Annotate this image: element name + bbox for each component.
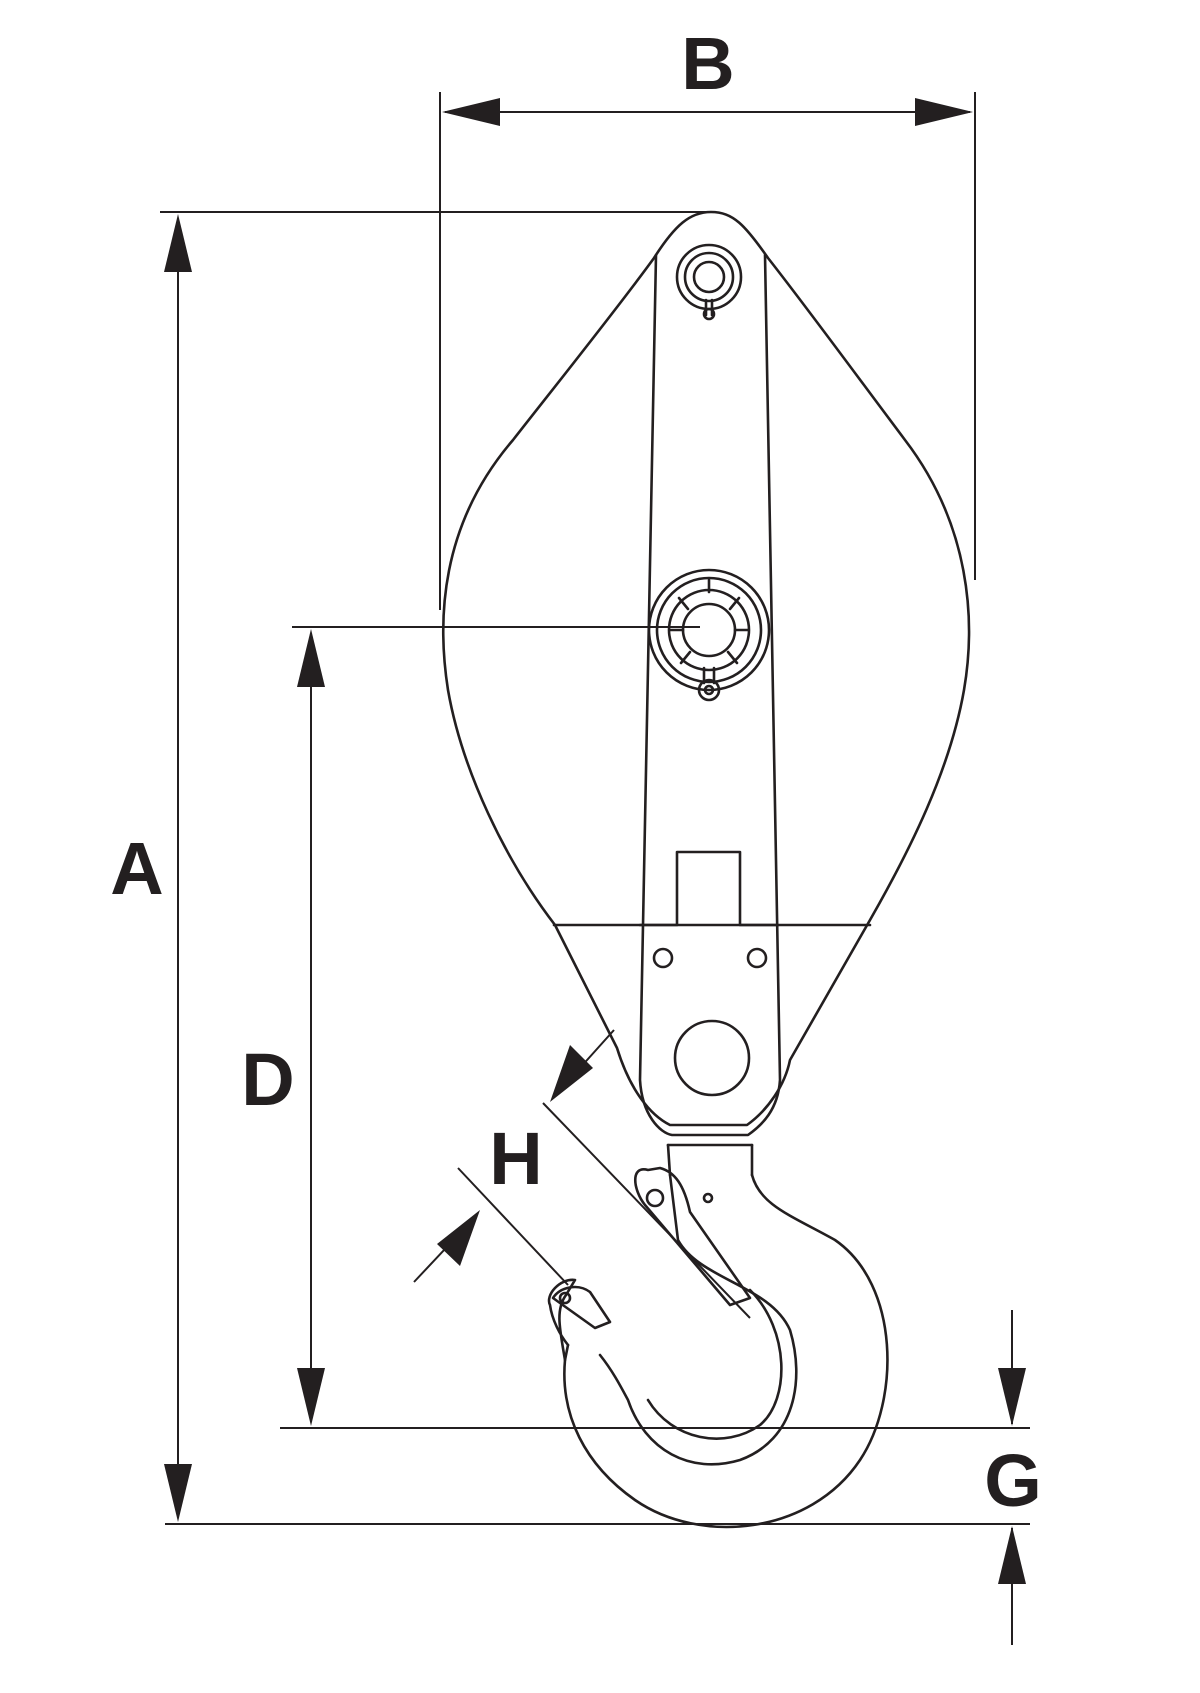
hook-outer-curve xyxy=(563,1173,889,1529)
hook xyxy=(547,1143,889,1529)
label-g: G xyxy=(984,1439,1042,1522)
label-h: H xyxy=(489,1117,542,1200)
strap-notch xyxy=(638,850,780,927)
dimension-b: B xyxy=(439,22,976,610)
rivet-left xyxy=(652,947,674,969)
top-bolt xyxy=(675,243,743,321)
arrowhead-g-bottom xyxy=(998,1526,1026,1584)
extension-line-h-upper xyxy=(542,1102,751,1319)
arrowhead-b-left xyxy=(442,98,500,126)
sheave-bearing xyxy=(647,568,771,702)
tip-pin xyxy=(558,1291,572,1305)
hook-throat-curve xyxy=(646,1288,783,1440)
arrowhead-a-bottom xyxy=(164,1464,192,1522)
arrowhead-h-upper xyxy=(550,1045,593,1102)
extension-line-h-lower xyxy=(457,1167,569,1286)
arrowhead-g-top xyxy=(998,1368,1026,1426)
swivel-pin xyxy=(673,1019,751,1097)
pulley-block xyxy=(441,210,971,1137)
arrowhead-d-top xyxy=(297,629,325,687)
arrowhead-d-bottom xyxy=(297,1368,325,1426)
hook-shank xyxy=(666,1143,754,1177)
center-strap xyxy=(638,253,782,1137)
dimension-g: G xyxy=(984,1310,1042,1645)
dimension-d: D xyxy=(241,626,1030,1429)
dimension-a: A xyxy=(110,211,1030,1525)
label-a: A xyxy=(110,827,163,910)
dimension-h: H xyxy=(413,1029,751,1319)
hook-latch xyxy=(633,1166,752,1307)
latch-pivot xyxy=(645,1188,665,1208)
hook-tip-latch-end xyxy=(551,1285,612,1330)
side-plate-outline xyxy=(441,210,971,1127)
label-d: D xyxy=(241,1038,294,1121)
rivet-right xyxy=(746,947,768,969)
shank-pin xyxy=(702,1192,714,1204)
arrowhead-h-lower xyxy=(437,1210,480,1266)
arrowhead-b-right xyxy=(915,98,973,126)
label-b: B xyxy=(681,22,734,105)
hook-tip xyxy=(547,1278,577,1362)
arrowhead-a-top xyxy=(164,214,192,272)
hook-inner-curve xyxy=(598,1173,798,1466)
